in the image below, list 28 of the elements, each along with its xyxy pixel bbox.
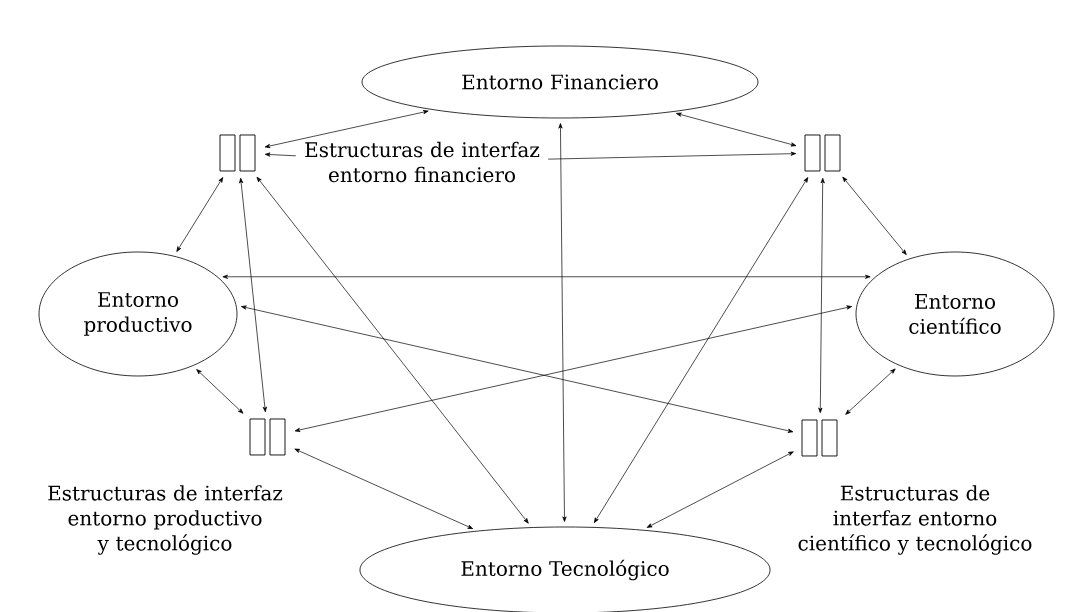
arrow (264, 152, 297, 157)
icon-label: Estructuras de interfaz entorno productivo y tecnológico (48, 485, 283, 555)
arrow (593, 177, 809, 523)
interface-icon (219, 134, 256, 172)
arrow (646, 451, 794, 528)
arrow (294, 448, 474, 530)
arrow (294, 305, 852, 432)
arrow (239, 177, 267, 413)
interface-icon (801, 419, 838, 457)
arrow (818, 177, 825, 414)
ellipse-node: Entorno científico (855, 251, 1055, 377)
arrow (256, 176, 529, 524)
arrow (264, 110, 429, 148)
arrow (196, 369, 244, 414)
arrow (547, 151, 797, 160)
arrow (845, 368, 896, 415)
ellipse-node: Entorno Financiero (361, 45, 759, 119)
arrow (222, 274, 871, 279)
interface-icon (804, 134, 841, 172)
arrow (241, 305, 794, 433)
arrow (842, 176, 907, 255)
arrow (176, 177, 224, 252)
ellipse-node: Entorno productivo (38, 251, 238, 377)
caption: Estructuras de interfaz entorno financiero (305, 141, 540, 183)
interface-icon (249, 418, 286, 456)
icon-label: Estructuras de interfaz entorno científico y tecnológico (798, 485, 1032, 555)
arrow (676, 112, 797, 147)
arrow (558, 123, 567, 522)
